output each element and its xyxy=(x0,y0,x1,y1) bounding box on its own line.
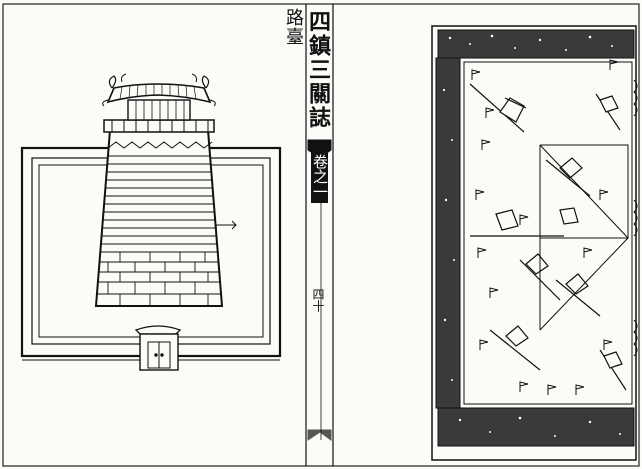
page-number: 四十 xyxy=(311,288,325,312)
encampment-drawing xyxy=(431,25,638,461)
tower-pavilion xyxy=(102,73,216,121)
gate-house xyxy=(134,325,182,371)
top-rampart xyxy=(437,29,635,59)
volume-label: 卷之一 xyxy=(311,150,329,203)
illustration-caption: 路臺 xyxy=(283,8,304,46)
book-title: 四鎮三關誌 xyxy=(305,10,331,130)
bottom-rampart xyxy=(437,407,635,447)
left-rampart xyxy=(435,57,461,409)
road-tower-drawing xyxy=(20,73,282,371)
page-border xyxy=(2,3,640,467)
